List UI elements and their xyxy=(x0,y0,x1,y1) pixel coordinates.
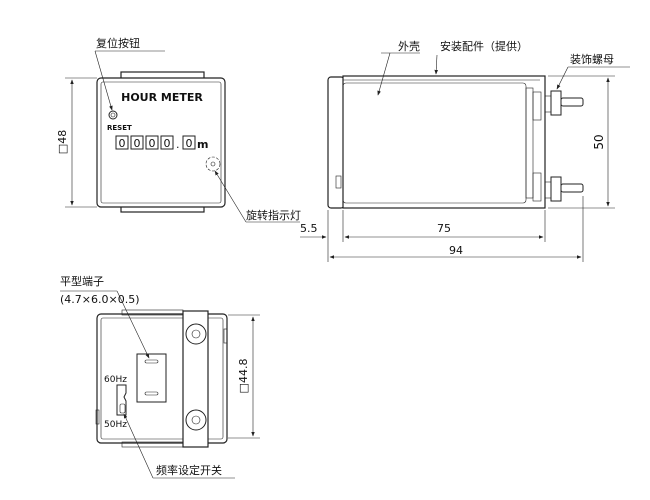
rear-post xyxy=(532,91,542,121)
leader-line xyxy=(94,50,113,111)
rear-height-dim: □44.8 xyxy=(237,359,250,394)
rear-view: 60Hz 50Hz 平型端子 (4.7×6.0×0.5) 频率设定开关 □44.… xyxy=(60,274,260,479)
meter-title: HOUR METER xyxy=(121,91,203,104)
freq-60-label: 60Hz xyxy=(104,375,127,385)
reset-text: RESET xyxy=(107,124,132,132)
digit: 0 xyxy=(149,137,156,150)
terminal-label: 平型端子 xyxy=(60,274,104,288)
unit-text: m xyxy=(197,138,208,151)
decimal-point: . xyxy=(176,138,180,151)
front-view: HOUR METER RESET 0 0 0 0 . 0 m 复位按钮 旋转指示… xyxy=(56,36,301,223)
rear-terminal-block xyxy=(525,87,534,199)
housing-label: 外壳 xyxy=(398,39,420,53)
counter-display: 0 0 0 0 . 0 m xyxy=(115,135,208,151)
decorative-nut-bottom xyxy=(544,176,584,202)
bezel-dim: 5.5 xyxy=(300,222,318,235)
reset-button-inner xyxy=(110,112,116,118)
leader-line xyxy=(123,413,154,479)
digit-box xyxy=(130,135,144,150)
rotation-indicator-icon xyxy=(205,156,221,172)
freq-50-label: 50Hz xyxy=(104,420,127,430)
screw-hole-inner xyxy=(191,415,201,425)
front-bezel xyxy=(327,76,345,209)
front-height-dim: □48 xyxy=(56,130,69,154)
body-dim: 75 xyxy=(437,222,451,235)
switch-label: 频率设定开关 xyxy=(156,463,222,477)
leader-line xyxy=(214,170,247,223)
side-tab xyxy=(95,409,100,425)
side-view: 外壳 安装配件（提供） 装饰螺母 50 5.5 75 94 xyxy=(300,39,630,262)
terminal-size: (4.7×6.0×0.5) xyxy=(60,293,140,306)
front-panel-inner xyxy=(100,81,222,204)
mounting-bracket xyxy=(342,75,546,209)
digit-box xyxy=(115,135,129,150)
side-height-dim: 50 xyxy=(592,134,606,149)
digit-box xyxy=(182,135,196,150)
digit-box xyxy=(145,135,159,150)
total-dim: 94 xyxy=(449,244,463,257)
switch-knob xyxy=(119,403,126,414)
leader-line xyxy=(116,290,150,359)
digit: 0 xyxy=(186,137,193,150)
screw-hole xyxy=(185,323,207,345)
leader-line xyxy=(556,66,569,90)
rear-post xyxy=(532,172,542,202)
frequency-switch[interactable] xyxy=(116,384,127,416)
digit: 0 xyxy=(134,137,141,150)
bezel-tab xyxy=(335,175,342,189)
reset-button-label: 复位按钮 xyxy=(96,36,140,50)
nut-label: 装饰螺母 xyxy=(570,52,614,66)
rotation-indicator-label: 旋转指示灯 xyxy=(246,208,301,222)
flat-terminal xyxy=(144,359,159,364)
reset-button[interactable] xyxy=(108,110,118,120)
screw-hole-inner xyxy=(191,329,201,339)
mounting-label: 安装配件（提供） xyxy=(440,39,528,53)
side-tab xyxy=(223,328,228,344)
flat-terminal xyxy=(144,391,159,396)
decorative-nut-top xyxy=(544,90,584,116)
leader-line xyxy=(377,52,391,96)
leader-line xyxy=(434,54,439,75)
rear-panel-inner xyxy=(100,317,224,440)
digit-box xyxy=(160,135,174,150)
digit: 0 xyxy=(119,137,126,150)
screw-hole xyxy=(185,409,207,431)
digit: 0 xyxy=(164,137,171,150)
terminal-block xyxy=(136,353,167,403)
